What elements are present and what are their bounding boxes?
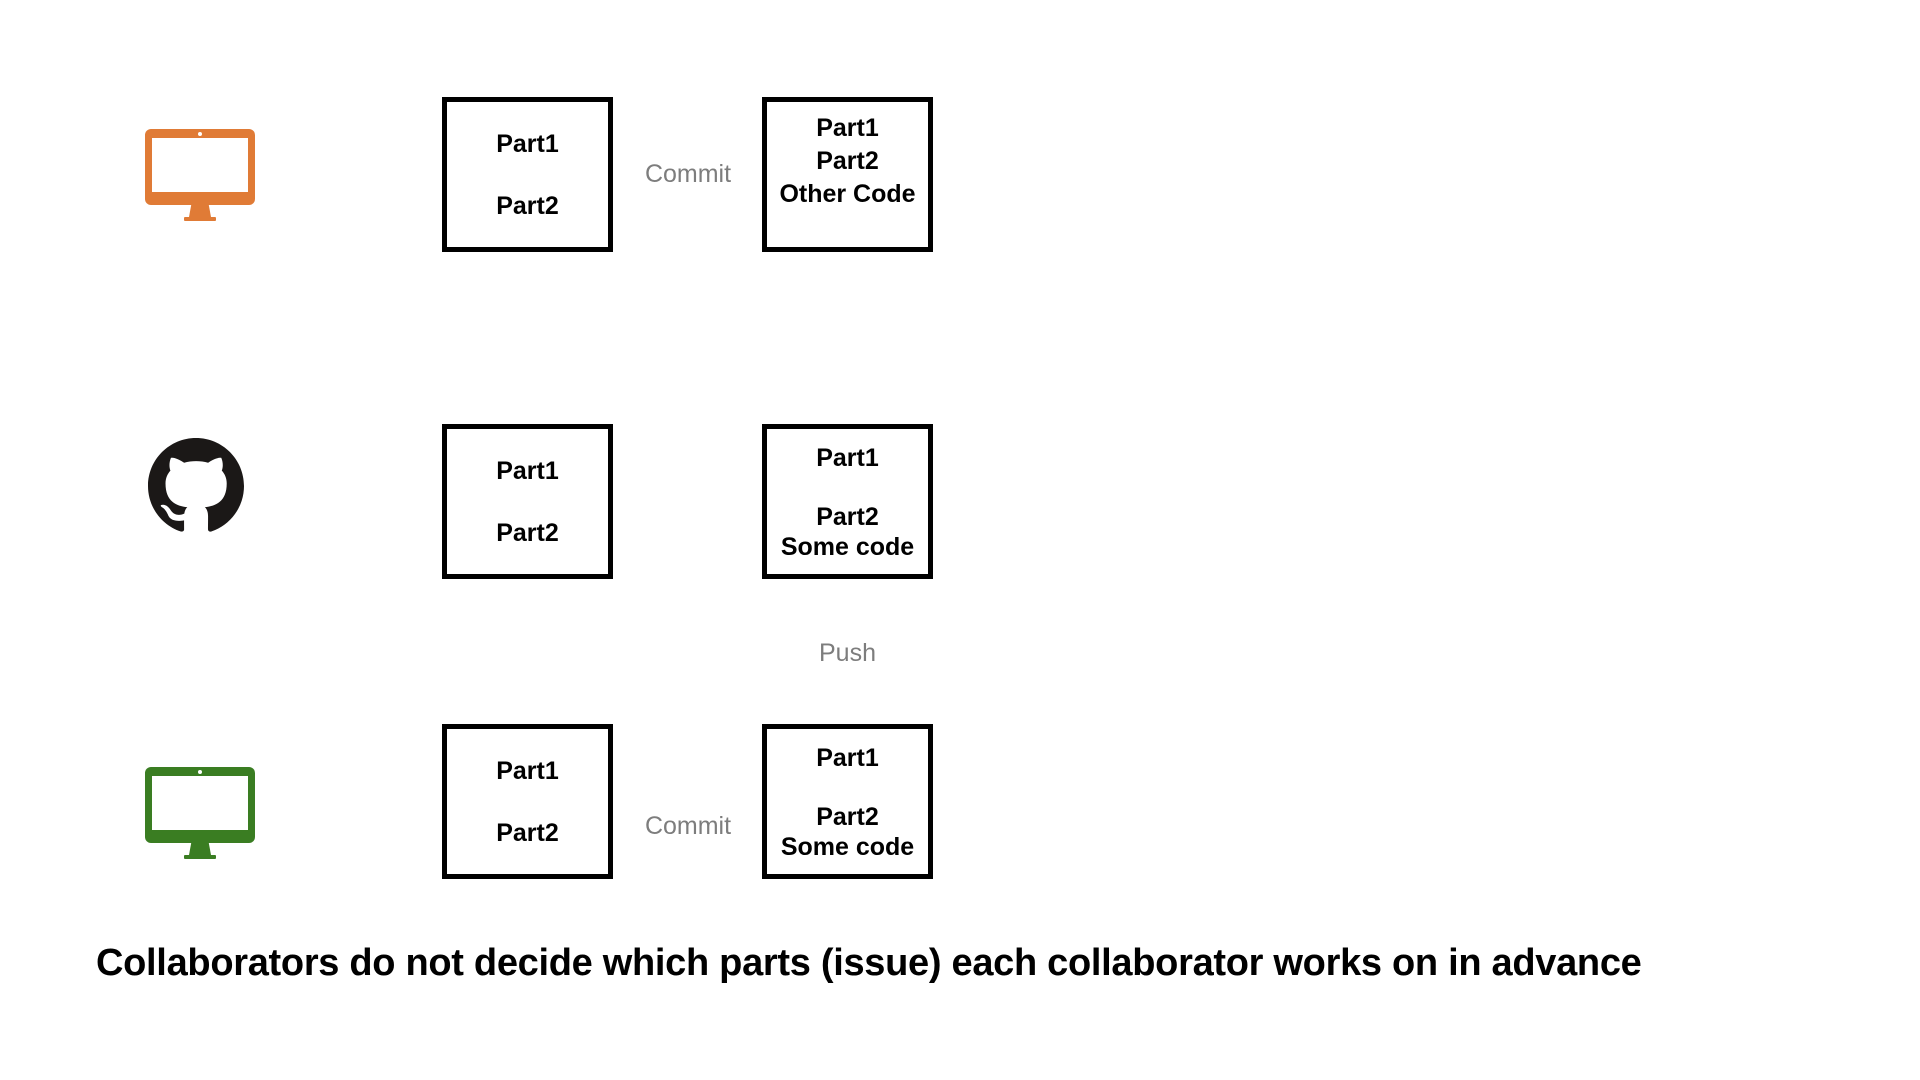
monitor-screen (152, 138, 248, 192)
monitor-base (184, 217, 216, 221)
commit-label: Commit (644, 160, 732, 188)
github-icon (148, 438, 244, 534)
remote-base-box: Part1 Part2 (442, 424, 613, 579)
collaborator1-computer-icon (145, 129, 255, 221)
monitor-stand (189, 205, 211, 217)
box-line: Part1 (496, 757, 559, 785)
box-line: Part1 (816, 444, 879, 472)
box-line: Part1 (816, 114, 879, 142)
remote-pushed-box: Part1 Part2 Some code (762, 424, 933, 579)
box-line: Some code (780, 833, 915, 861)
box-line: Part1 (496, 130, 559, 158)
collaborator2-computer-icon (145, 767, 255, 859)
box-line: Other Code (779, 180, 916, 208)
collab2-committed-box: Part1 Part2 Some code (762, 724, 933, 879)
caption-text: Collaborators do not decide which parts … (96, 942, 1642, 984)
collab1-working-copy-box: Part1 Part2 (442, 97, 613, 252)
monitor-camera-dot (198, 770, 202, 774)
box-line: Part2 (816, 147, 879, 175)
box-line: Part1 (816, 744, 879, 772)
box-line: Part2 (496, 819, 559, 847)
monitor-stand (189, 843, 211, 855)
box-line: Part2 (816, 803, 879, 831)
collab1-committed-box: Part1 Part2 Other Code (762, 97, 933, 252)
box-line: Part2 (496, 519, 559, 547)
box-line: Some code (780, 533, 915, 561)
push-label: Push (819, 639, 876, 667)
monitor-base (184, 855, 216, 859)
monitor-camera-dot (198, 132, 202, 136)
monitor-screen (152, 776, 248, 830)
box-line: Part1 (496, 457, 559, 485)
collab2-working-copy-box: Part1 Part2 (442, 724, 613, 879)
commit-label: Commit (644, 812, 732, 840)
box-line: Part2 (496, 192, 559, 220)
box-line: Part2 (816, 503, 879, 531)
